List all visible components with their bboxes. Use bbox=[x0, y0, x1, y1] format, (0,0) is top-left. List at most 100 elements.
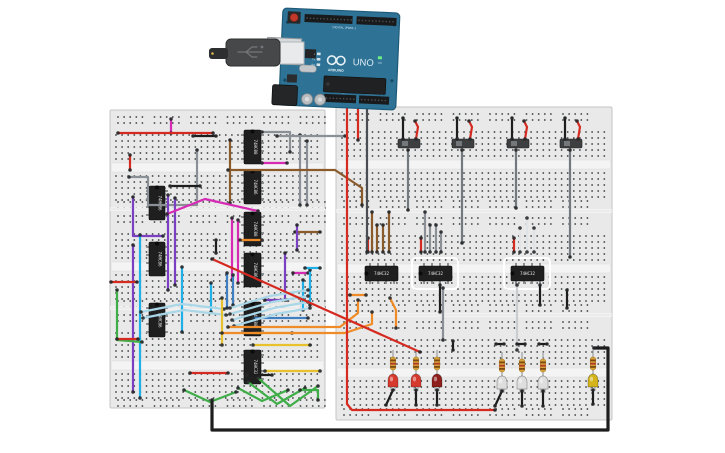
wire[interactable] bbox=[522, 119, 529, 141]
ic-chip[interactable]: 74HC86 bbox=[146, 241, 168, 277]
reset-button[interactable] bbox=[289, 13, 299, 22]
header-pin[interactable] bbox=[319, 17, 322, 20]
wire[interactable] bbox=[467, 119, 474, 141]
wire[interactable] bbox=[575, 119, 582, 141]
resistor[interactable] bbox=[498, 352, 506, 378]
wire[interactable] bbox=[139, 302, 226, 314]
header-pin[interactable] bbox=[377, 99, 380, 102]
wire[interactable] bbox=[228, 294, 310, 316]
wire[interactable] bbox=[256, 376, 320, 408]
led[interactable] bbox=[516, 375, 528, 393]
breadboard-right[interactable] bbox=[335, 106, 613, 421]
wire[interactable] bbox=[384, 388, 395, 407]
ic-chip[interactable]: 74HC32 bbox=[418, 263, 453, 284]
header-pin[interactable] bbox=[364, 98, 366, 101]
header-pin[interactable] bbox=[360, 98, 363, 101]
header-pin[interactable] bbox=[336, 97, 338, 100]
header-pin[interactable] bbox=[347, 19, 349, 21]
wire[interactable] bbox=[493, 389, 504, 408]
ic-chip[interactable]: 74HC32 bbox=[364, 263, 399, 284]
wire[interactable] bbox=[220, 310, 374, 335]
header-pin[interactable] bbox=[368, 19, 371, 22]
header-pin[interactable] bbox=[358, 19, 360, 22]
ic-chip[interactable]: 74HC32 bbox=[510, 263, 545, 284]
header-pin[interactable] bbox=[330, 18, 332, 20]
header-pin[interactable] bbox=[333, 18, 336, 21]
wire[interactable] bbox=[246, 380, 307, 406]
wire[interactable] bbox=[413, 119, 420, 141]
wire[interactable] bbox=[232, 306, 312, 328]
switch-knob[interactable] bbox=[564, 141, 570, 146]
led[interactable] bbox=[387, 373, 399, 391]
wire[interactable] bbox=[182, 388, 238, 404]
wire[interactable] bbox=[260, 130, 292, 154]
header-pin[interactable] bbox=[378, 20, 381, 23]
breadboard-left[interactable] bbox=[109, 109, 326, 409]
led-bulb[interactable] bbox=[587, 373, 599, 388]
ic-chip[interactable]: 74HC86 bbox=[146, 302, 168, 338]
led-bulb[interactable] bbox=[387, 373, 399, 388]
wire[interactable] bbox=[298, 388, 320, 402]
header-pin[interactable] bbox=[326, 18, 329, 20]
header-pin[interactable] bbox=[343, 18, 346, 21]
wire[interactable] bbox=[230, 300, 310, 322]
slide-switch[interactable] bbox=[559, 138, 583, 149]
wire[interactable] bbox=[388, 296, 398, 330]
header-pin[interactable] bbox=[316, 17, 319, 20]
header-pin[interactable] bbox=[367, 99, 370, 101]
wire[interactable] bbox=[228, 288, 310, 310]
wire[interactable] bbox=[210, 346, 610, 432]
resistor[interactable] bbox=[589, 350, 597, 376]
resistor[interactable] bbox=[518, 352, 526, 378]
header-pin[interactable] bbox=[325, 97, 328, 99]
wire[interactable] bbox=[210, 257, 422, 354]
header-pin[interactable] bbox=[306, 17, 308, 19]
header-pin[interactable] bbox=[332, 97, 335, 100]
pin-header-digital[interactable] bbox=[304, 13, 353, 25]
led-bulb[interactable] bbox=[410, 373, 422, 388]
wire[interactable] bbox=[131, 195, 165, 238]
usb-cable[interactable] bbox=[209, 38, 305, 67]
header-pin[interactable] bbox=[336, 18, 339, 21]
switch-knob[interactable] bbox=[456, 141, 462, 146]
slide-switch[interactable] bbox=[451, 138, 475, 149]
header-pin[interactable] bbox=[313, 17, 315, 20]
ic-chip[interactable]: 74HC86 bbox=[146, 185, 168, 221]
resistor[interactable] bbox=[433, 350, 441, 376]
led-bulb[interactable] bbox=[496, 375, 508, 390]
led-bulb[interactable] bbox=[537, 375, 549, 390]
led[interactable] bbox=[587, 373, 599, 391]
switch-knob[interactable] bbox=[402, 141, 408, 146]
header-pin[interactable] bbox=[323, 18, 325, 20]
header-pin[interactable] bbox=[392, 21, 394, 23]
wire[interactable] bbox=[345, 98, 497, 412]
header-pin[interactable] bbox=[329, 97, 331, 99]
header-pin[interactable] bbox=[352, 98, 355, 100]
pin-header-power-analog[interactable] bbox=[358, 95, 390, 105]
header-pin[interactable] bbox=[375, 20, 377, 22]
header-pin[interactable] bbox=[381, 99, 383, 102]
wire[interactable] bbox=[236, 386, 290, 403]
header-pin[interactable] bbox=[309, 17, 312, 20]
switch-knob[interactable] bbox=[511, 141, 517, 146]
header-pin[interactable] bbox=[374, 99, 376, 101]
wire[interactable] bbox=[165, 197, 260, 216]
slide-switch[interactable] bbox=[506, 138, 530, 149]
resistor[interactable] bbox=[539, 352, 547, 378]
wire[interactable] bbox=[141, 308, 228, 320]
atmega-chip[interactable] bbox=[323, 75, 387, 95]
header-pin[interactable] bbox=[371, 20, 374, 22]
led[interactable] bbox=[537, 375, 549, 393]
led-bulb[interactable] bbox=[431, 373, 443, 388]
resistor[interactable] bbox=[389, 350, 397, 376]
led[interactable] bbox=[410, 373, 422, 391]
slide-switch[interactable] bbox=[397, 138, 421, 149]
header-pin[interactable] bbox=[384, 99, 387, 102]
led[interactable] bbox=[496, 375, 508, 393]
header-pin[interactable] bbox=[346, 98, 348, 100]
header-pin[interactable] bbox=[361, 19, 364, 22]
header-pin[interactable] bbox=[365, 19, 367, 22]
header-pin[interactable] bbox=[342, 97, 345, 100]
header-pin[interactable] bbox=[385, 20, 388, 23]
header-pin[interactable] bbox=[350, 19, 353, 21]
